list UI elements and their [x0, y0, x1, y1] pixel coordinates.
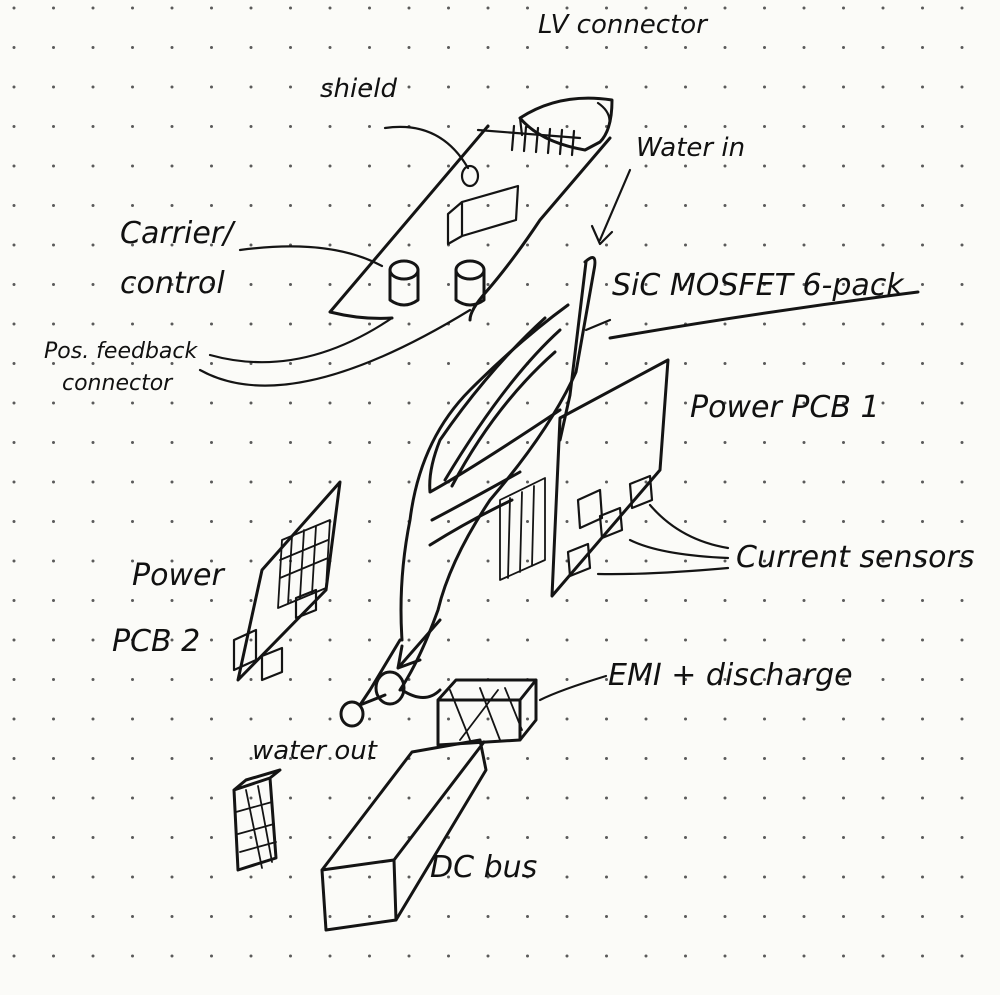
hatched-block-part [234, 770, 280, 870]
sic-mosfet-label: SiC MOSFET 6-pack [612, 270, 904, 302]
lv-connector-part [478, 98, 612, 155]
dc-bus-part [322, 740, 486, 930]
lv-connector-label: LV connector [538, 12, 707, 39]
carrier-control-label-line1: Carrier/ [120, 218, 233, 250]
current-sensors-label: Current sensors [736, 542, 974, 574]
power-pcb-2-label-line1: Power [132, 560, 224, 592]
dc-bus-label: DC bus [430, 852, 537, 884]
water-in-label: Water in [636, 135, 745, 162]
power-pcb-2-part [234, 482, 340, 680]
water-out-label: water out [252, 738, 377, 765]
shield-label: shield [320, 76, 397, 103]
power-pcb-2-label-line2: PCB 2 [112, 626, 200, 658]
carrier-control-label-line2: control [120, 268, 225, 300]
control-board-part [330, 126, 610, 320]
power-pcb-1-label: Power PCB 1 [690, 392, 880, 424]
pos-feedback-label-line2: connector [62, 372, 172, 395]
power-pcb-1-part [500, 360, 668, 596]
emi-discharge-part [438, 680, 536, 745]
pos-feedback-label-line1: Pos. feedback [44, 340, 197, 363]
emi-discharge-label: EMI + discharge [608, 660, 853, 692]
